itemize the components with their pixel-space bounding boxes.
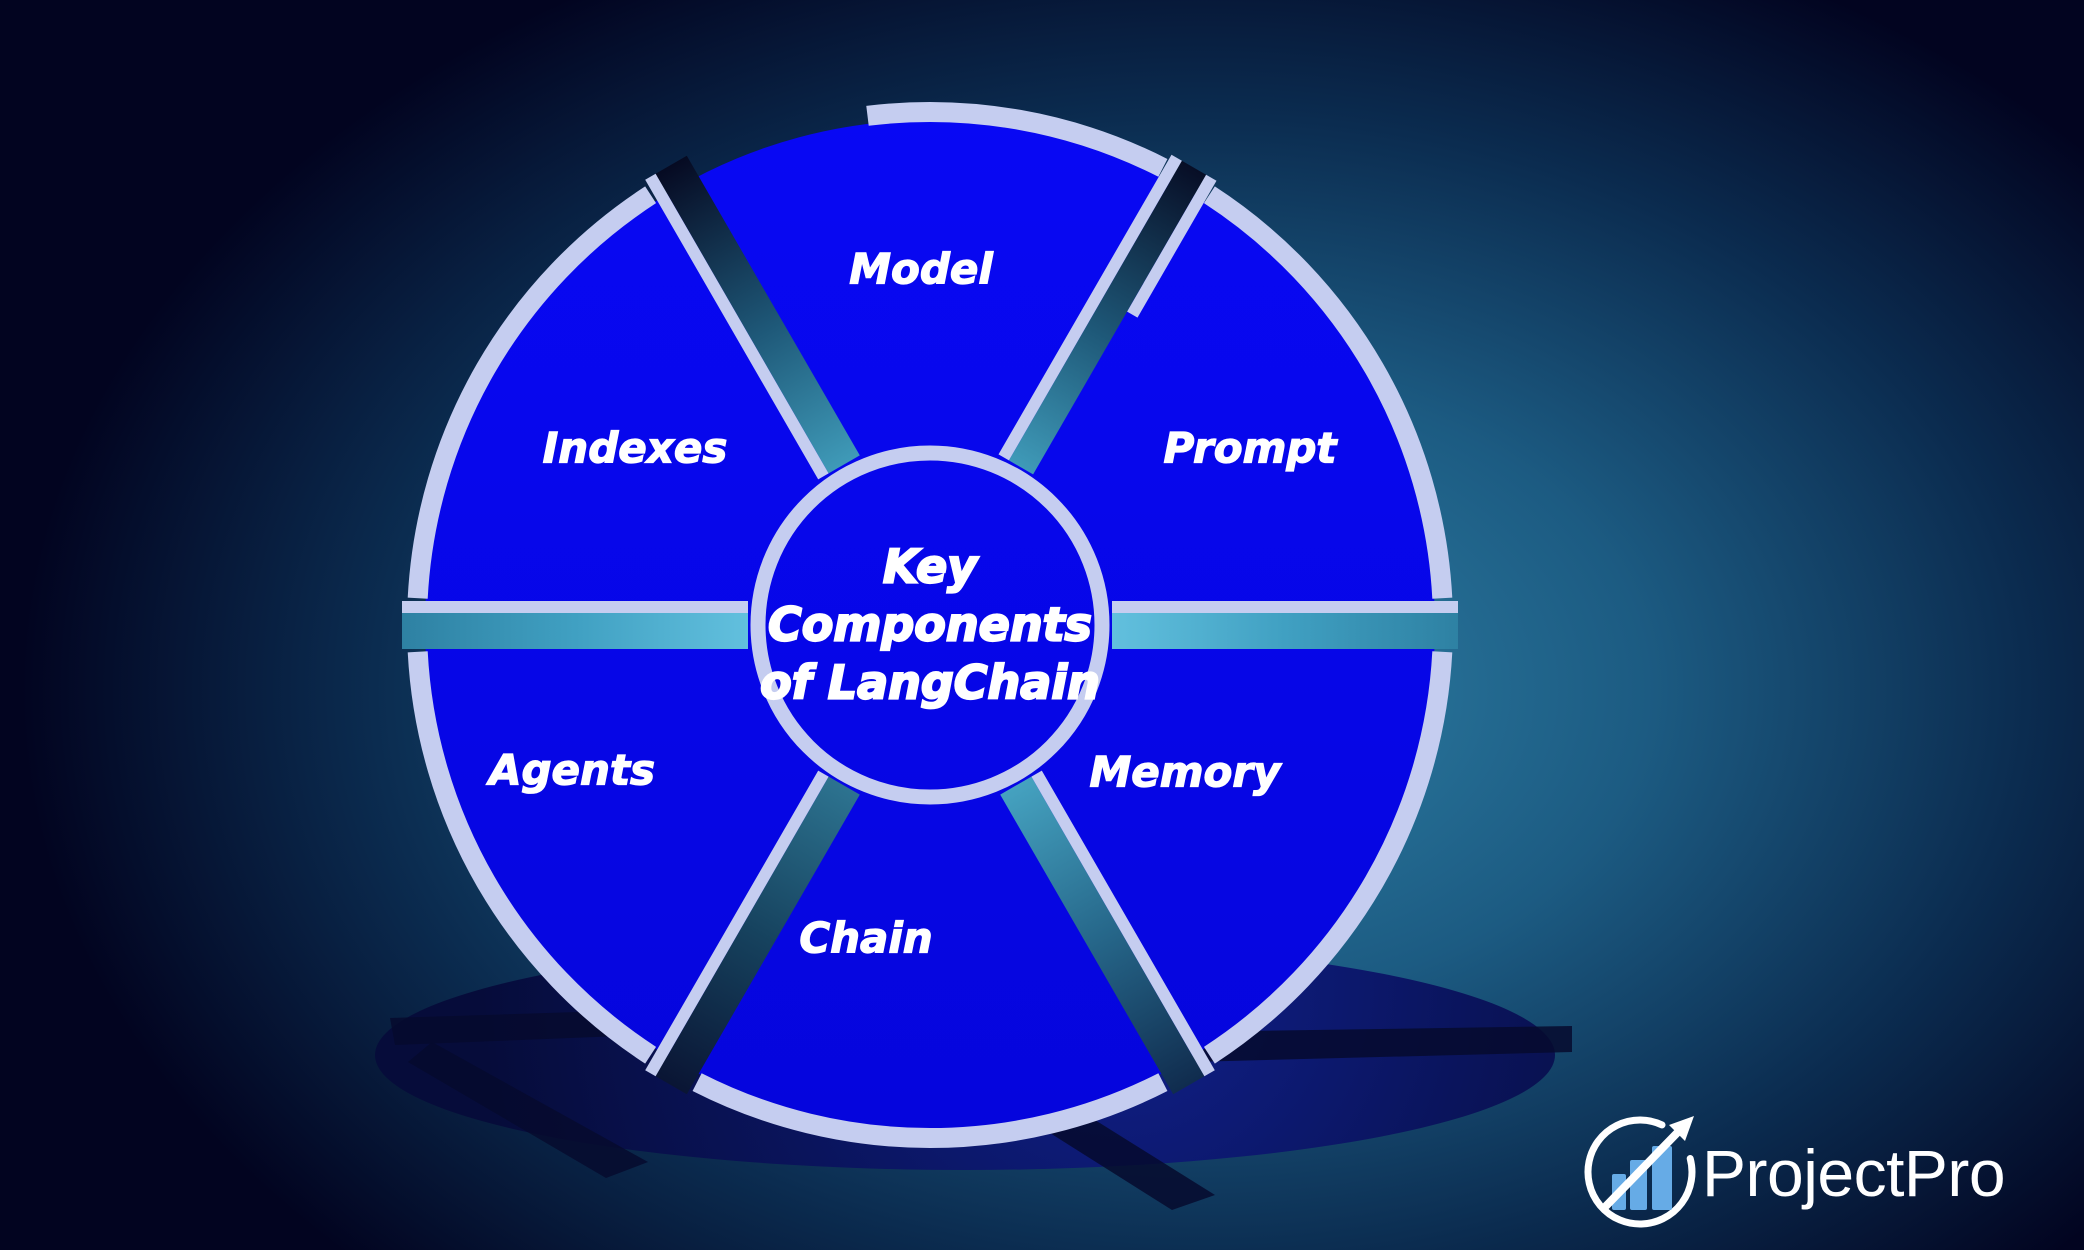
center-title-line: Key	[883, 540, 979, 594]
segment-label-memory: Memory	[1090, 748, 1283, 797]
divider-border-300	[1031, 770, 1215, 1077]
center-title-line: Components	[768, 598, 1092, 652]
divider-border-0	[1112, 601, 1458, 613]
segment-label-model: Model	[849, 245, 993, 294]
segment-outer-border	[407, 651, 657, 1064]
divider-band-180	[402, 613, 748, 649]
segment-label-agents: Agents	[486, 746, 655, 795]
divider-band-240	[655, 776, 860, 1095]
divider-border-180	[402, 601, 748, 613]
divider-border-60	[1127, 174, 1217, 318]
divider-band-0	[1112, 613, 1458, 649]
divider-band-300	[1000, 776, 1205, 1095]
center-title-line: of LangChain	[760, 656, 1100, 710]
center-ring	[750, 445, 1110, 805]
growth-arrow-icon	[1602, 1129, 1681, 1210]
segment-label-chain: Chain	[799, 914, 932, 963]
segment-outer-border	[692, 1073, 1168, 1149]
divider-border-60	[998, 154, 1182, 461]
segment-chain	[677, 625, 1183, 1130]
center-circle	[752, 447, 1108, 803]
brand-name: ProjectPro	[1702, 1136, 2005, 1210]
brand-logo: ProjectPro	[1584, 1116, 2006, 1228]
divider-border-120	[645, 173, 829, 480]
segment-label-indexes: Indexes	[543, 424, 728, 473]
growth-circle-icon	[1584, 1116, 1696, 1228]
segment-outer-border	[1203, 651, 1453, 1064]
shadow-streak	[390, 1010, 645, 1045]
segment-outer-border	[407, 186, 657, 599]
shadow-streak	[1185, 1026, 1572, 1062]
divider-band-120	[655, 155, 860, 474]
segment-outer-border	[866, 102, 1168, 177]
segment-outer-border	[1203, 186, 1453, 599]
segment-model	[677, 120, 1183, 625]
shadow-streak	[408, 1042, 648, 1178]
divider-border-240	[645, 770, 829, 1077]
segment-label-prompt: Prompt	[1164, 424, 1339, 473]
bar-chart-icon	[1652, 1146, 1672, 1210]
divider-band-60	[1008, 160, 1207, 475]
growth-arrow-head-icon	[1669, 1116, 1694, 1141]
